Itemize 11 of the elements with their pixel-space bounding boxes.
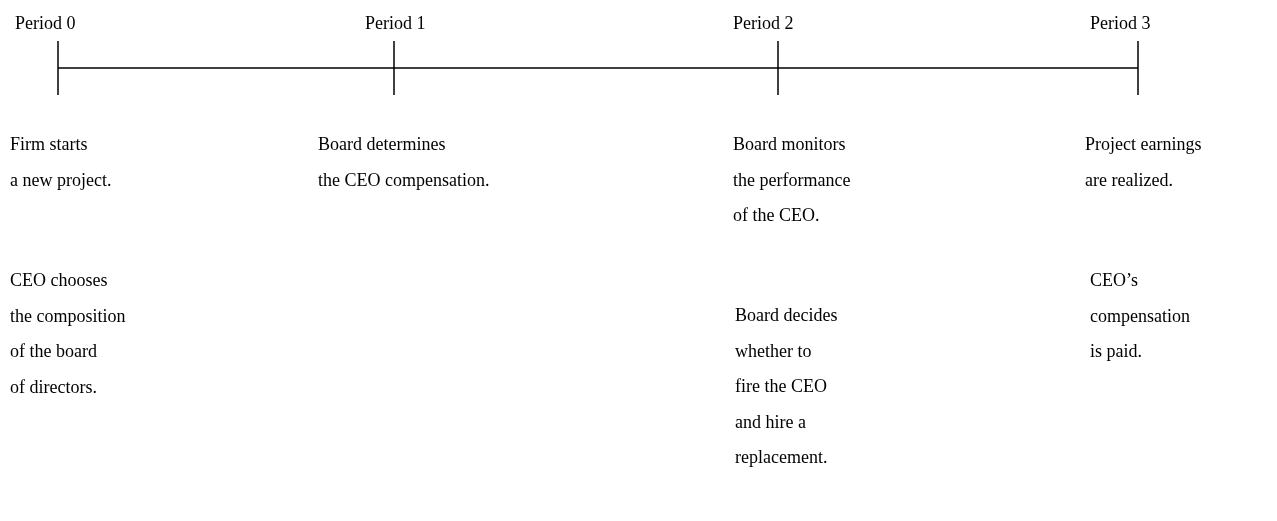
period-label: Period 0 [15, 12, 76, 35]
period-label: Period 1 [365, 12, 426, 35]
event-text: Board decides whether to fire the CEO and hire a replacement. [735, 304, 838, 469]
event-text: CEO chooses the composition of the board of directors. [10, 269, 126, 399]
event-text: Board monitors the performance of the CEO. [733, 133, 851, 227]
event-text: Board determines the CEO compensation. [318, 133, 490, 192]
period-label: Period 3 [1090, 12, 1151, 35]
period-label: Period 2 [733, 12, 794, 35]
event-text: Firm starts a new project. [10, 133, 112, 192]
event-text: CEO’s compensation is paid. [1090, 269, 1190, 363]
event-text: Project earnings are realized. [1085, 133, 1202, 192]
